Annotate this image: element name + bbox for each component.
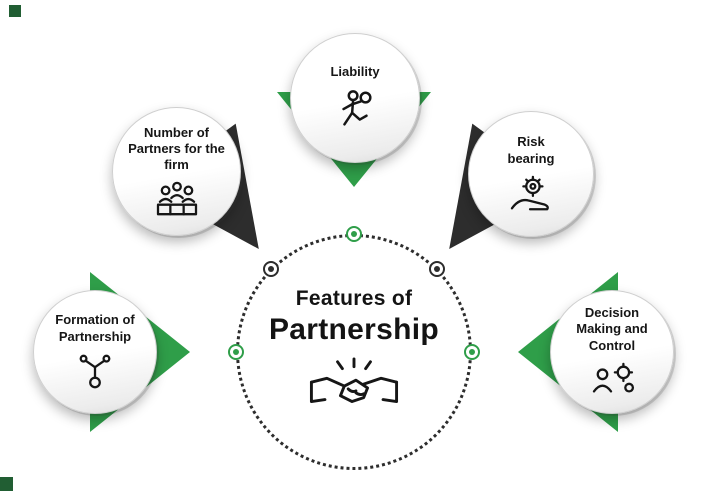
- node-label: Number of Partners for the firm: [128, 124, 225, 173]
- node-label: Formation of Partnership: [55, 312, 135, 344]
- node-label: Decision Making and Control: [576, 305, 648, 353]
- person-with-ball-icon: [342, 89, 372, 126]
- hub-title-line2: Partnership: [268, 313, 439, 346]
- ring-dot-core: [233, 349, 239, 355]
- corner-accent-top-left: [9, 5, 21, 17]
- person-with-gears-icon: [592, 362, 635, 393]
- ring-dot-core: [469, 349, 475, 355]
- node-risk-bearing: Risk bearing: [468, 111, 594, 237]
- handshake-icon: [309, 357, 399, 403]
- ring-dot-core: [351, 231, 357, 237]
- three-partners-podium-icon: [156, 182, 197, 216]
- ring-dot-core: [434, 266, 440, 272]
- ring-dot-top: [346, 226, 362, 242]
- ring-dot-core: [268, 266, 274, 272]
- ring-dot-upper-right: [429, 261, 445, 277]
- hand-holding-gear-icon: [510, 175, 549, 211]
- ring-dot-upper-left: [263, 261, 279, 277]
- branching-structure-icon: [79, 354, 111, 389]
- ring-dot-right: [464, 344, 480, 360]
- corner-accent-bottom-left: [0, 477, 13, 491]
- node-label: Risk bearing: [507, 134, 555, 166]
- node-liability: Liability: [290, 33, 420, 163]
- hub-title-line1: Features of: [295, 287, 413, 310]
- node-formation: Formation of Partnership: [33, 290, 157, 414]
- node-label: Liability: [330, 64, 380, 80]
- node-decision-making: Decision Making and Control: [550, 290, 674, 414]
- ring-dot-left: [228, 344, 244, 360]
- node-number-of-partners: Number of Partners for the firm: [112, 107, 241, 236]
